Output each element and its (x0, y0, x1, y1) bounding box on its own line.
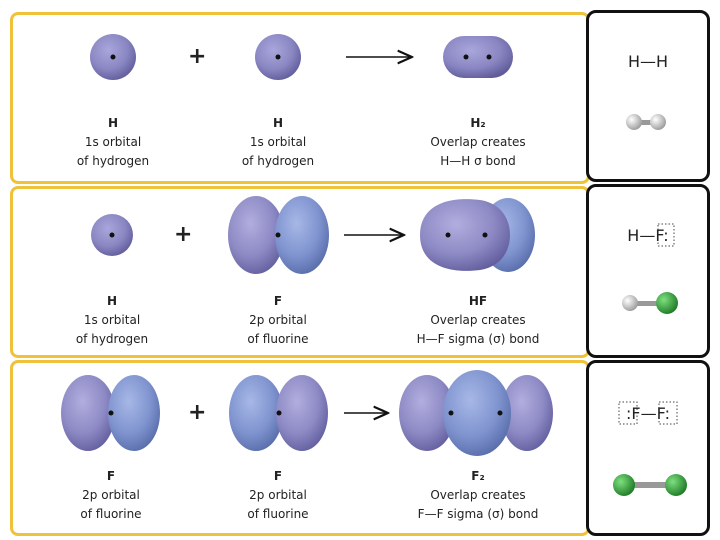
caption-h-1s-a: H 1s orbital of hydrogen (63, 114, 163, 171)
caption-h2: H₂ Overlap creates H—H σ bond (403, 114, 553, 171)
caption-f-2p-a: F 2p orbital of fluorine (228, 292, 328, 349)
caption-name: F (273, 469, 283, 483)
lone-pair-marks (618, 223, 678, 425)
caption-line1: 2p orbital (82, 488, 140, 502)
caption-name: F₂ (471, 469, 485, 483)
structure-panel-f2 (586, 360, 710, 536)
caption-name: HF (468, 294, 488, 308)
caption-line1: 1s orbital (84, 135, 142, 149)
caption-line2: of hydrogen (75, 332, 149, 346)
caption-line1: 2p orbital (249, 313, 307, 327)
caption-h-1s-b: H 1s orbital of hydrogen (228, 114, 328, 171)
caption-name: H₂ (470, 116, 486, 130)
caption-name: H (107, 116, 119, 130)
lewis-structure-h2: H—H (627, 52, 669, 71)
caption-line2: of hydrogen (241, 154, 315, 168)
caption-name: H (272, 116, 284, 130)
hf-sigma-orbital (420, 198, 535, 272)
caption-hf: HF Overlap creates H—F sigma (σ) bond (393, 292, 563, 349)
caption-line1: Overlap creates (430, 313, 526, 327)
f-2p-orbital-b (61, 375, 160, 451)
caption-name: H (106, 294, 118, 308)
plus-sign: + (188, 44, 207, 69)
h-1s-orbital-c (91, 214, 133, 256)
f-2p-orbital-a (228, 196, 329, 274)
caption-line2: of fluorine (247, 507, 309, 521)
caption-line1: 2p orbital (249, 488, 307, 502)
caption-line1: 1s orbital (249, 135, 307, 149)
caption-f-2p-b: F 2p orbital of fluorine (61, 467, 161, 524)
caption-f2: F₂ Overlap creates F—F sigma (σ) bond (393, 467, 563, 524)
f2-sigma-orbital (399, 370, 553, 456)
caption-line2: F—F sigma (σ) bond (417, 507, 539, 521)
caption-line1: Overlap creates (430, 488, 526, 502)
h2-sigma-orbital (443, 36, 513, 78)
h-1s-orbital-b (255, 34, 301, 80)
caption-line2: of fluorine (247, 332, 309, 346)
caption-h-1s-c: H 1s orbital of hydrogen (62, 292, 162, 349)
lewis-structure-f2: :F—F: (626, 404, 670, 423)
h2-ball-stick-model (626, 114, 666, 130)
caption-name: F (273, 294, 283, 308)
hf-ball-stick-model (622, 292, 678, 314)
structure-panel-hf (586, 184, 710, 358)
plus-sign: + (188, 400, 207, 425)
structure-panel-h2 (586, 10, 710, 182)
caption-line2: H—H σ bond (440, 154, 516, 168)
h-1s-orbital-a (90, 34, 136, 80)
lewis-structure-hf: H—F: (627, 226, 669, 245)
caption-line2: H—F sigma (σ) bond (416, 332, 540, 346)
caption-f-2p-c: F 2p orbital of fluorine (228, 467, 328, 524)
f2-ball-stick-model (613, 474, 687, 496)
caption-line2: of hydrogen (76, 154, 150, 168)
plus-sign: + (174, 222, 193, 247)
caption-line2: of fluorine (80, 507, 142, 521)
f-2p-orbital-c (229, 375, 328, 451)
caption-line1: Overlap creates (430, 135, 526, 149)
caption-line1: 1s orbital (83, 313, 141, 327)
caption-name: F (106, 469, 116, 483)
